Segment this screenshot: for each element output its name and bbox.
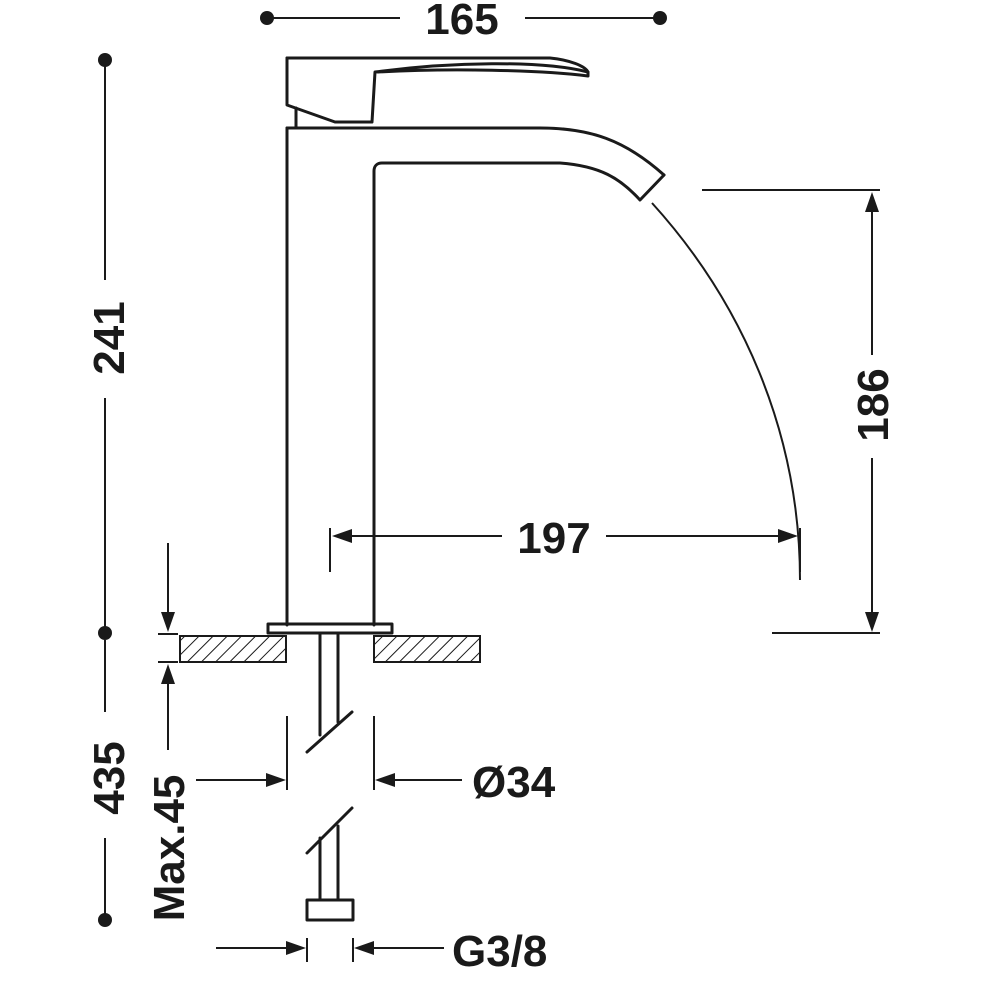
dimension-hole-diameter: Ø34 (196, 716, 556, 807)
dimension-height-total: 241 (85, 53, 134, 640)
dimension-label-186: 186 (849, 368, 898, 441)
countertop (179, 635, 481, 663)
dimension-spout-reach: 197 (329, 514, 801, 572)
dimension-label-g38: G3/8 (452, 927, 547, 976)
dimension-spout-height: 186 (702, 189, 898, 634)
lever-handle (285, 56, 590, 124)
dimension-max-deck: Max.45 (145, 543, 194, 921)
dimension-width-top: 165 (260, 0, 667, 44)
water-flow (651, 202, 801, 581)
connector-nut (305, 898, 355, 922)
dimension-label-197: 197 (517, 514, 590, 563)
faucet-body (266, 56, 666, 635)
spout-tip (372, 161, 666, 627)
dimension-below-deck: 435 (85, 640, 134, 927)
dimension-connection: G3/8 (216, 927, 547, 976)
supply-tube (305, 632, 355, 922)
dimension-label-o34: Ø34 (472, 758, 556, 807)
dimension-label-241: 241 (85, 301, 134, 374)
dimension-label-165: 165 (425, 0, 498, 44)
dimension-label-max45: Max.45 (145, 775, 194, 922)
dimension-label-435: 435 (85, 741, 134, 814)
base-flange (266, 622, 394, 635)
